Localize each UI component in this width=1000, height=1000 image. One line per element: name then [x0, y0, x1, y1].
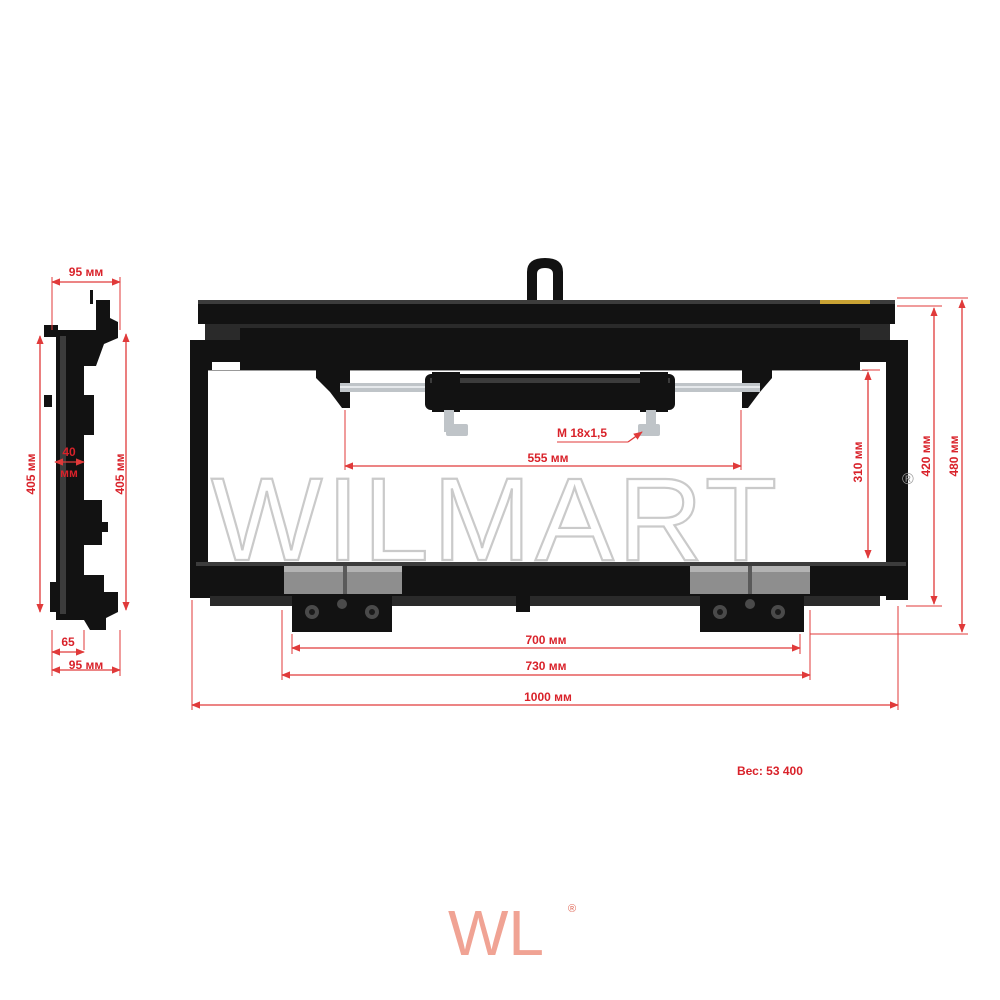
frame-right-post	[886, 340, 908, 600]
side-bottom-65-label: 65	[61, 635, 75, 649]
side-view: 95 мм 405 мм 405 мм 40 мм 65 95 мм	[24, 265, 130, 676]
wl-logo: WL ®	[448, 897, 576, 969]
inner-height-label: 310 мм	[851, 441, 865, 482]
watermark-registered: ®	[902, 471, 914, 488]
left-fork-hook	[284, 566, 402, 632]
right-fork-hook	[690, 566, 810, 632]
fitting-left	[444, 410, 454, 432]
front-view: 555 мм M 18x1,5 310 мм 420 мм 480 мм 700…	[190, 258, 968, 710]
side-width-top-label: 95 мм	[69, 265, 104, 279]
fitting-right	[646, 410, 656, 432]
side-width-bottom-label: 95 мм	[69, 658, 104, 672]
thread-label: M 18x1,5	[557, 426, 607, 440]
watermark-text: WILMART	[211, 454, 781, 586]
side-height-right-label: 405 мм	[113, 453, 127, 494]
cylinder-span-label: 555 мм	[527, 451, 568, 465]
width-700-label: 700 мм	[525, 633, 566, 647]
wilmart-watermark: WILMART ®	[210, 453, 914, 587]
weight-label: Вес: 53 400	[737, 764, 803, 778]
side-inner-40-unit: мм	[60, 466, 78, 480]
frame-left-post	[190, 340, 212, 598]
side-bottom-hook	[84, 575, 118, 630]
side-height-left-label: 405 мм	[24, 453, 38, 494]
width-730-label: 730 мм	[525, 659, 566, 673]
logo-registered: ®	[568, 903, 576, 915]
lifting-eye	[527, 258, 563, 300]
cylinder-left-bracket	[316, 370, 350, 408]
logo-text: WL	[448, 897, 544, 969]
side-top-hook	[84, 300, 118, 366]
height-420-label: 420 мм	[919, 435, 933, 476]
height-480-label: 480 мм	[947, 435, 961, 476]
side-mid-bracket	[84, 500, 102, 545]
width-1000-label: 1000 мм	[524, 690, 572, 704]
side-inner-40-label: 40	[62, 445, 76, 459]
